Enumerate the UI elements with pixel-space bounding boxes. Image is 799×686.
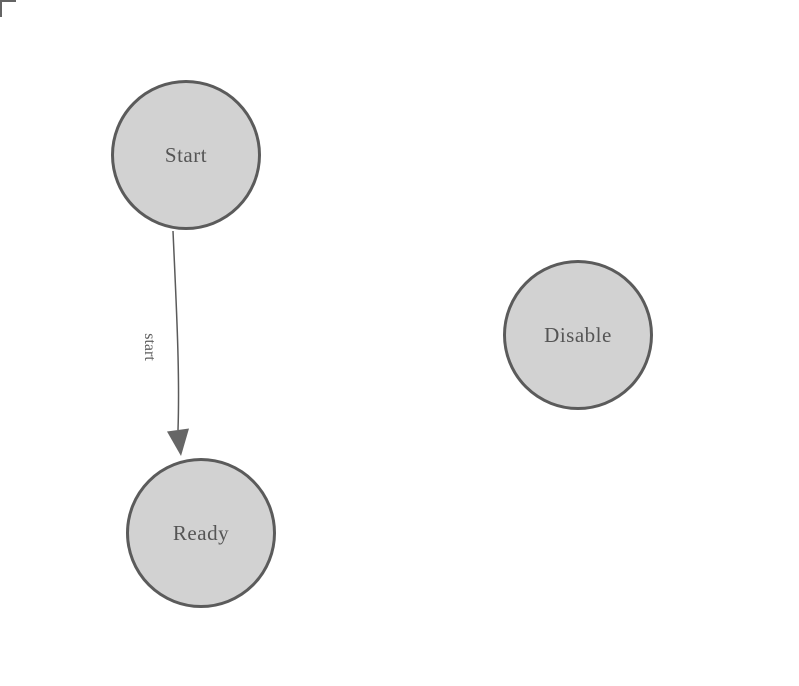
transition-edge-label[interactable]: start [141,333,158,361]
transition-edge-start-to-ready[interactable] [172,230,180,431]
state-node-disable[interactable]: Disable [503,260,653,410]
state-node-start[interactable]: Start [111,80,261,230]
state-node-start-label: Start [164,142,208,167]
state-node-ready-label: Ready [172,520,230,545]
state-node-disable-label: Disable [544,322,612,347]
canvas-corner-mark [0,0,16,17]
arrowhead-icon [167,428,189,456]
state-node-ready[interactable]: Ready [126,458,276,608]
